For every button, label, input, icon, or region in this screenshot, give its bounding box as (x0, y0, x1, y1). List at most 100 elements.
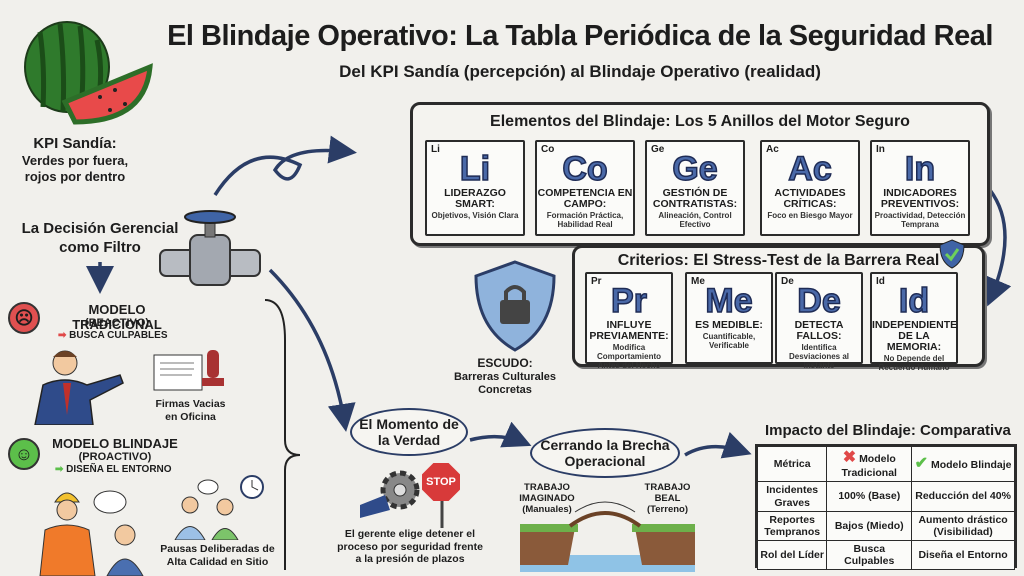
card-desc: Modifica Comportamiento Antes del Hecho (597, 343, 661, 370)
header-blindaje-text: Modelo Blindaje (930, 459, 1012, 472)
card-symbol: Ac (788, 150, 833, 188)
element-card-ge: Ge Ge GESTIÓN DE CONTRATISTAS: Alineació… (645, 140, 745, 236)
header-blindaje: ✔ Modelo Blindaje (911, 445, 1015, 483)
page-subtitle: Del KPI Sandía (percepción) al Blindaje … (339, 62, 821, 81)
card-symbol-small: Ac (766, 144, 779, 155)
card-desc: Identifica Desviaciones al instante (788, 343, 850, 370)
traditional-title: MODELO TRADICIONAL (72, 302, 162, 332)
element-card-co: Co Co COMPETENCIA EN CAMPO: Formación Pr… (535, 140, 635, 236)
happy-face-icon: ☺ (8, 438, 40, 470)
element-card-li: Li Li LIDERAZGO SMART: Objetivos, Visión… (425, 140, 525, 236)
blindaje-title: MODELO BLINDAJE (52, 436, 178, 451)
shield-lock-icon (474, 260, 556, 352)
card-name: INFLUYE PREVIAMENTE: (589, 319, 669, 343)
table-cell: Rol del Líder (756, 539, 828, 570)
card-symbol: Id (898, 282, 930, 320)
card-name: ACTIVIDADES CRÍTICAS: (774, 187, 846, 211)
table-cell: Aumento drástico (Visibilidad) (911, 510, 1015, 541)
card-symbol: Co (562, 150, 609, 188)
elements-panel: Elementos del Blindaje: Los 5 Anillos de… (410, 102, 990, 246)
card-name: ES MEDIBLE: (695, 319, 763, 331)
element-card-ac: Ac Ac ACTIVIDADES CRÍTICAS: Foco en Bies… (760, 140, 860, 236)
gap-left-sub: (Manuales) (522, 503, 572, 515)
card-symbol-small: Ge (651, 144, 665, 155)
gap-right-sub: (Terreno) (647, 503, 688, 515)
escudo-desc: Barreras Culturales Concretas (453, 371, 557, 397)
table-cell: 100% (Base) (826, 481, 913, 512)
engineer-worker-icon (39, 490, 144, 576)
stop-sign: STOP (422, 463, 460, 501)
card-desc: Proactividad, Detección Temprana (874, 211, 966, 229)
papers-stamp-icon (153, 350, 224, 391)
card-name: COMPETENCIA EN CAMPO: (537, 187, 633, 211)
element-card-de: De De DETECTA FALLOS: Identifica Desviac… (775, 272, 863, 370)
bridge-icon (520, 501, 695, 572)
table-cell: Busca Culpables (826, 539, 913, 570)
card-desc: Objetivos, Visión Clara (431, 211, 519, 221)
card-symbol-small: Li (431, 144, 440, 155)
card-symbol: In (904, 150, 936, 188)
moment-title: El Momento de la Verdad (350, 408, 468, 456)
traditional-action-text: BUSCA CULPABLES (69, 330, 168, 341)
card-desc: Formación Práctica, Habilidad Real (546, 211, 624, 229)
blindaje-action: ➡ DISEÑA EL ENTORNO (55, 464, 172, 475)
card-name: LIDERAZGO SMART: (444, 187, 506, 211)
header-traditional-text: Modelo Tradicional (841, 453, 897, 480)
gap-right-label: TRABAJO BEAL (644, 482, 691, 504)
card-name: INDICADORES PREVENTIVOS: (880, 187, 960, 211)
check-shield-icon (939, 239, 965, 269)
card-symbol: Pr (610, 282, 647, 320)
table-cell: Reducción del 40% (911, 481, 1015, 512)
gap-left: TRABAJO IMAGINADO(Manuales) (512, 482, 582, 516)
card-symbol-small: De (781, 276, 794, 287)
valve-icon (159, 210, 261, 286)
card-symbol: Me (705, 282, 754, 320)
moment-caption: El gerente elige detener el proceso por … (337, 528, 483, 566)
gear-hand-icon (360, 470, 444, 528)
manager-pointing-icon (34, 350, 124, 425)
header-metric: Métrica (756, 445, 828, 483)
card-symbol-small: In (876, 144, 885, 155)
table-cell: Diseña el Entorno (911, 539, 1015, 570)
criteria-title: Criterios: El Stress-Test de la Barrera … (617, 252, 940, 269)
table-cell: Incidentes Graves (756, 481, 828, 512)
x-mark-icon: ✖ (842, 449, 857, 466)
card-name: INDEPENDIENTE DE LA MEMORIA: (872, 319, 958, 354)
traditional-action: ➡ BUSCA CULPABLES (58, 330, 168, 341)
card-desc: Cuantificable, Verificable (702, 332, 756, 350)
criteria-panel: Criterios: El Stress-Test de la Barrera … (572, 245, 985, 372)
table-header-row: Métrica ✖ Modelo Tradicional ✔ Modelo Bl… (756, 445, 1015, 483)
kpi-desc: Verdes por fuera, rojos por dentro (21, 153, 129, 184)
escudo-title: ESCUDO: (477, 356, 533, 370)
sad-face-icon: ☹ (8, 302, 40, 334)
arrow-right-icon: ➡ (58, 330, 70, 341)
page-title: El Blindaje Operativo: La Tabla Periódic… (167, 20, 993, 52)
impact-table: Métrica ✖ Modelo Tradicional ✔ Modelo Bl… (755, 444, 1017, 570)
decision-label: La Decisión Gerencial como Filtro (21, 220, 179, 256)
team-conversation-icon (174, 475, 264, 540)
arrow-right-icon: ➡ (55, 464, 67, 475)
card-name: GESTIÓN DE CONTRATISTAS: (652, 187, 738, 211)
card-desc: Foco en Biesgo Mayor (767, 211, 853, 221)
card-symbol-small: Me (691, 276, 705, 287)
element-card-in: In In INDICADORES PREVENTIVOS: Proactivi… (870, 140, 970, 236)
gap-title: Cerrando la Brecha Operacional (530, 428, 680, 478)
card-symbol-small: Pr (591, 276, 602, 287)
traditional-sub: (REACTIVO) (84, 317, 150, 329)
table-cell: Reportes Tempranos (756, 510, 828, 541)
header-traditional: ✖ Modelo Tradicional (826, 445, 913, 483)
check-mark-icon: ✔ (914, 455, 929, 473)
gap-right: TRABAJO BEAL(Terreno) (640, 482, 695, 516)
blindaje-caption: Pausas Deliberadas de Alta Calidad en Si… (160, 543, 275, 568)
card-symbol: De (797, 282, 842, 320)
blindaje-sub: (PROACTIVO) (78, 451, 152, 463)
table-cell: Bajos (Miedo) (826, 510, 913, 541)
traditional-caption: Firmas Vacias en Oficina (155, 398, 226, 423)
elements-title: Elementos del Blindaje: Los 5 Anillos de… (490, 113, 910, 130)
element-card-pr: Pr Pr INFLUYE PREVIAMENTE: Modifica Comp… (585, 272, 673, 370)
card-desc: No Depende del Recuerdo Humano (878, 354, 950, 372)
kpi-title: KPI Sandía: (33, 135, 117, 152)
